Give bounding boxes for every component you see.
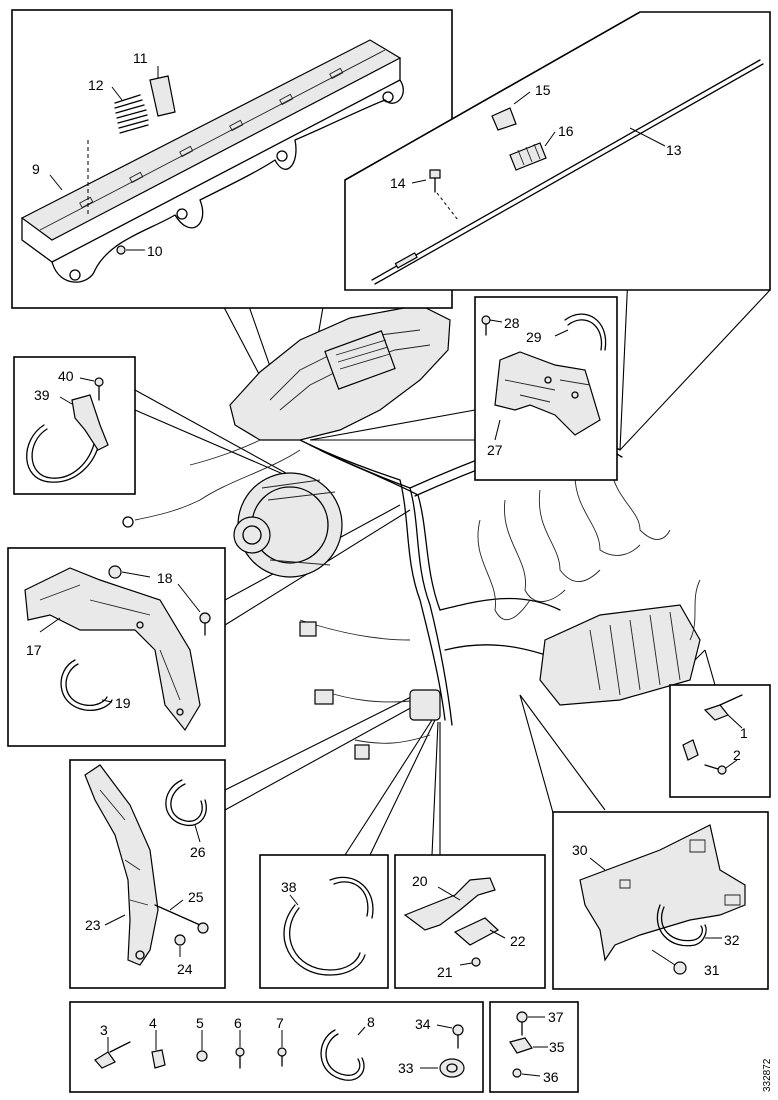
label-27: 27 <box>487 442 503 458</box>
label-18: 18 <box>157 570 173 586</box>
label-22: 22 <box>510 933 526 949</box>
detail-box-bracket-17-19: 17 18 19 <box>7 547 226 747</box>
label-32: 32 <box>724 932 740 948</box>
label-25: 25 <box>188 889 204 905</box>
label-29: 29 <box>526 329 542 345</box>
label-37: 37 <box>548 1009 564 1025</box>
detail-box-clamp-39-40: 39 40 <box>13 356 136 495</box>
label-6: 6 <box>234 1015 242 1031</box>
label-38: 38 <box>281 879 297 895</box>
callout-lines <box>134 11 771 856</box>
detail-box-fasteners-35-37: 35 36 37 <box>489 1001 579 1093</box>
detail-box-38: 38 <box>259 854 389 989</box>
label-12: 12 <box>88 77 104 93</box>
label-5: 5 <box>196 1015 204 1031</box>
label-10: 10 <box>147 243 163 259</box>
label-20: 20 <box>412 873 428 889</box>
label-21: 21 <box>437 964 453 980</box>
label-1: 1 <box>740 725 748 741</box>
label-24: 24 <box>177 961 193 977</box>
label-28: 28 <box>504 315 520 331</box>
detail-box-bracket-20-22: 20 21 22 <box>394 854 546 989</box>
label-2: 2 <box>733 747 741 763</box>
detail-box-rod-13-16: 13 14 15 16 <box>344 11 771 291</box>
label-36: 36 <box>543 1069 559 1085</box>
label-7: 7 <box>276 1015 284 1031</box>
detail-box-fasteners-3-8-33-34: 3 4 5 6 7 8 33 34 <box>69 1001 484 1093</box>
label-31: 31 <box>704 962 720 978</box>
detail-box-bracket-27-29: 27 28 29 <box>474 296 618 481</box>
label-35: 35 <box>549 1039 565 1055</box>
label-13: 13 <box>666 142 682 158</box>
label-30: 30 <box>572 842 588 858</box>
label-17: 17 <box>26 642 42 658</box>
label-3: 3 <box>100 1022 108 1038</box>
label-8: 8 <box>367 1014 375 1030</box>
label-9: 9 <box>32 161 40 177</box>
detail-box-plate-30-32: 30 31 32 <box>552 811 769 990</box>
label-15: 15 <box>535 82 551 98</box>
label-40: 40 <box>58 368 74 384</box>
central-harness-assembly <box>122 304 701 760</box>
label-39: 39 <box>34 387 50 403</box>
label-23: 23 <box>85 917 101 933</box>
label-34: 34 <box>415 1016 431 1032</box>
label-26: 26 <box>190 844 206 860</box>
label-16: 16 <box>558 123 574 139</box>
detail-box-bracket-23-26: 23 24 25 26 <box>69 759 226 989</box>
label-33: 33 <box>398 1060 414 1076</box>
label-11: 11 <box>133 50 148 66</box>
label-14: 14 <box>390 175 406 191</box>
label-4: 4 <box>149 1015 157 1031</box>
detail-box-clips-1-2: 1 2 <box>669 684 771 798</box>
label-19: 19 <box>115 695 131 711</box>
document-id: 332872 <box>762 1058 773 1092</box>
